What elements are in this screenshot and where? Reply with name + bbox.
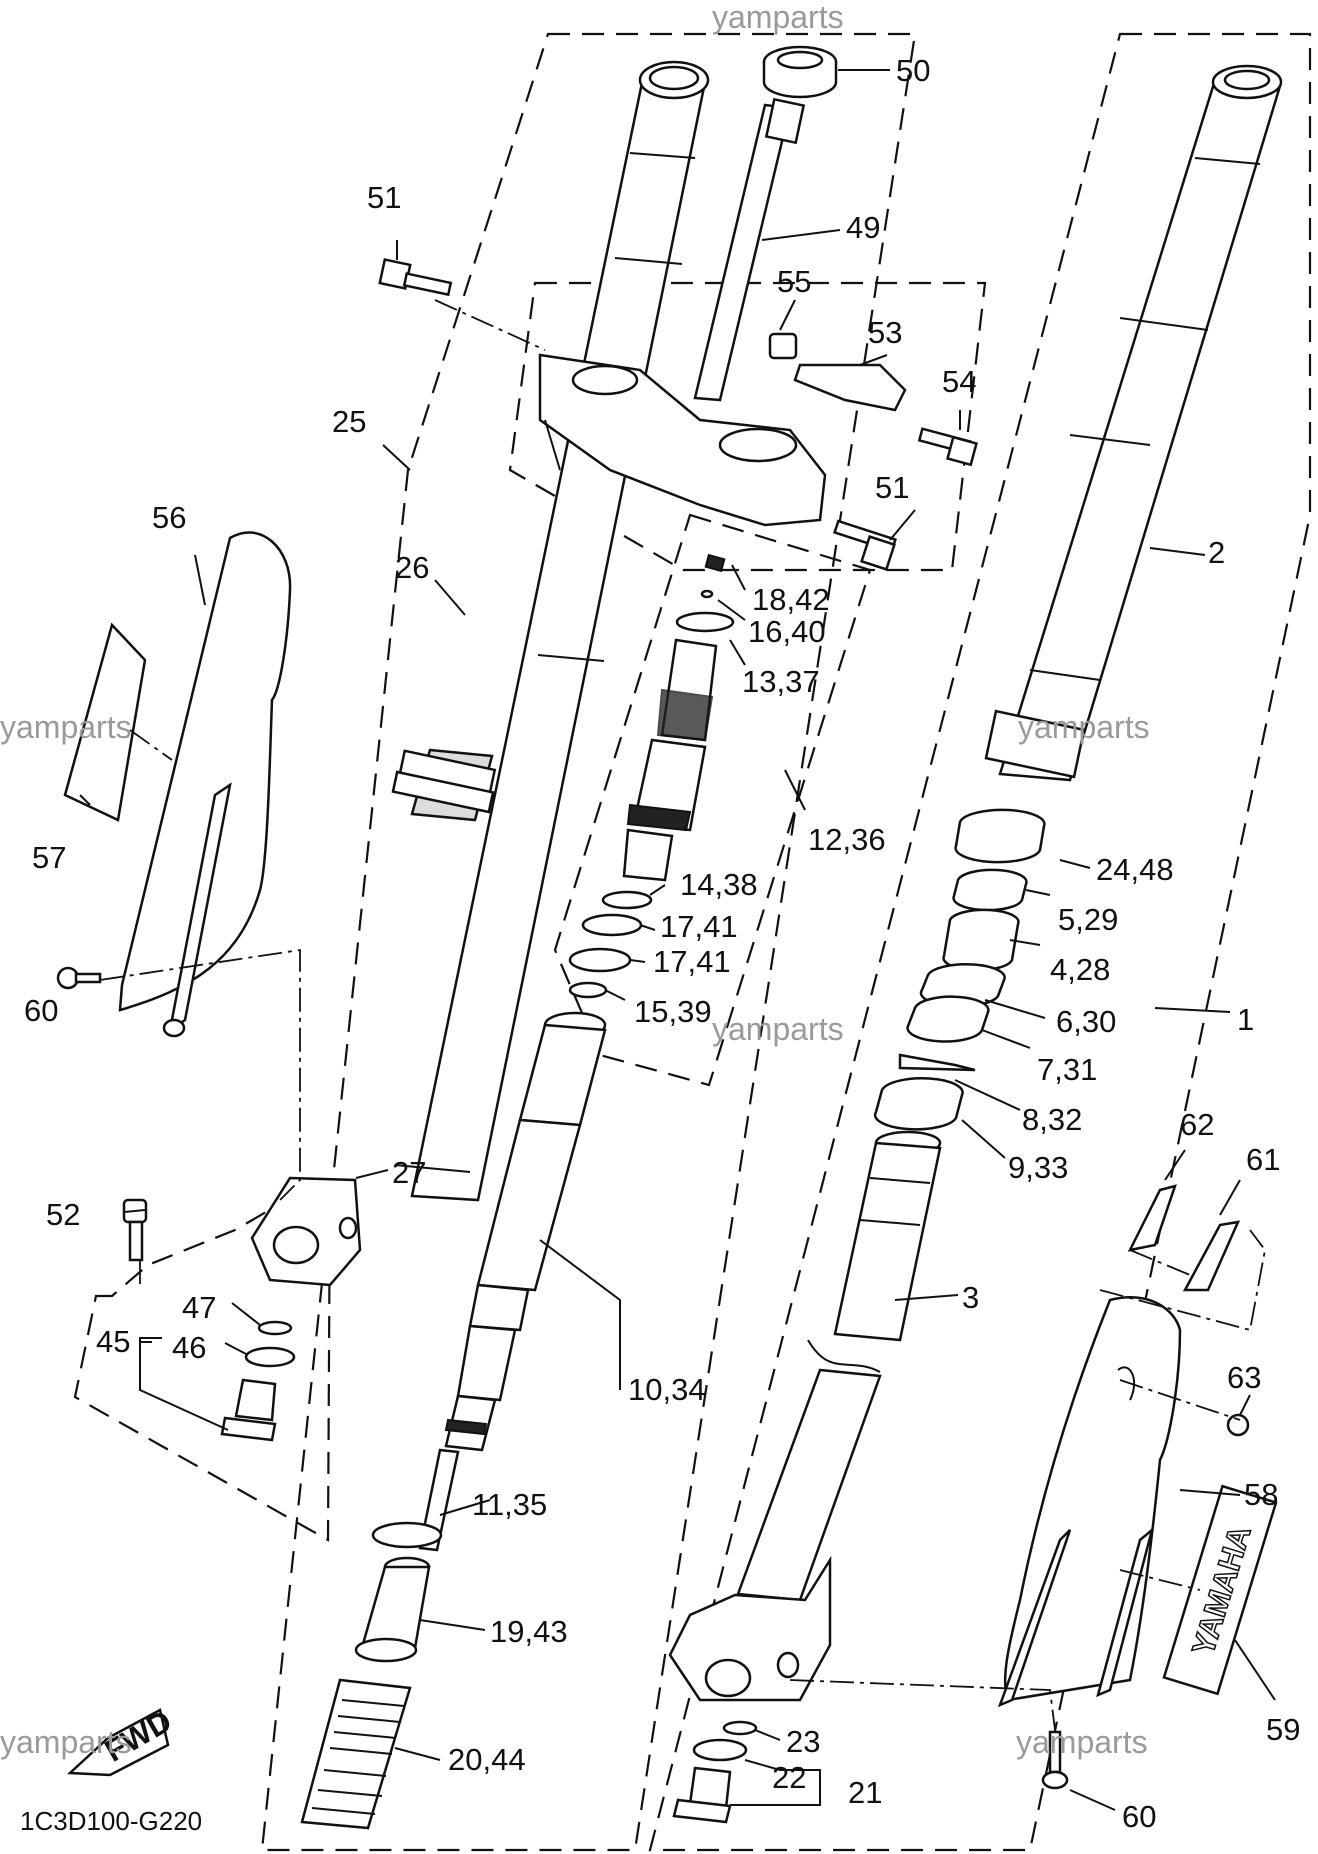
steering-stem (693, 97, 806, 402)
callout-labels: 50 49 51 55 53 54 51 25 26 56 2 18,42 16… (24, 53, 1300, 1834)
callout-56: 56 (152, 500, 186, 535)
callout-46: 46 (172, 1330, 206, 1365)
callout-49: 49 (846, 210, 880, 245)
callout-3: 3 (962, 1280, 979, 1315)
axle-bracket-right (668, 1555, 832, 1702)
watermarks: yamparts yamparts yamparts yamparts yamp… (0, 0, 1150, 1760)
callout-12-36: 12,36 (808, 822, 886, 857)
callout-9-33: 9,33 (1008, 1150, 1068, 1185)
upper-triple-clamp (538, 353, 827, 527)
callout-7-31: 7,31 (1037, 1052, 1097, 1087)
callout-50: 50 (896, 53, 930, 88)
callout-11-35: 11,35 (472, 1487, 547, 1522)
bolt-51-upper (378, 258, 453, 297)
callout-55: 55 (777, 264, 811, 299)
guard-screw-60-lower (1041, 1730, 1069, 1790)
callout-57: 57 (32, 840, 66, 875)
callout-51b: 51 (875, 470, 909, 505)
guard-brackets (1127, 1184, 1250, 1437)
callout-17-41b: 17,41 (653, 944, 731, 979)
callout-63: 63 (1227, 1360, 1261, 1395)
inner-tube (736, 1130, 942, 1602)
oil-lock-set (220, 1320, 296, 1442)
watermark-5: yamparts (0, 1724, 132, 1760)
bolt-52 (122, 1198, 148, 1262)
callout-22: 22 (772, 1760, 806, 1795)
watermark-3: yamparts (1018, 709, 1150, 745)
right-fork-assembly-outline (648, 32, 1312, 1852)
guard-plate-left (63, 622, 147, 822)
fork-spring (300, 1678, 412, 1830)
callout-19-43: 19,43 (490, 1614, 568, 1649)
callout-14-38: 14,38 (680, 867, 758, 902)
leader-lines (79, 69, 1276, 1811)
bolt-51-lower (833, 519, 897, 571)
rod-oring (371, 1521, 443, 1549)
oil-lock-right (672, 1720, 758, 1824)
callout-27: 27 (392, 1155, 426, 1190)
callout-47: 47 (182, 1290, 216, 1325)
callout-53: 53 (868, 315, 902, 350)
callout-24-48: 24,48 (1096, 852, 1174, 887)
callout-13-37: 13,37 (742, 664, 820, 699)
damper-orings (568, 890, 653, 999)
seal-stack-right (873, 808, 1046, 1131)
callout-54: 54 (942, 364, 976, 399)
callout-5-29: 5,29 (1058, 902, 1118, 937)
callout-23: 23 (786, 1724, 820, 1759)
alignment-lines (99, 299, 1266, 1731)
watermark-6: yamparts (1016, 1724, 1148, 1760)
watermark-4: yamparts (712, 1011, 844, 1047)
callout-52: 52 (46, 1197, 80, 1232)
callout-1: 1 (1237, 1002, 1254, 1037)
cable-guide-bracket (768, 332, 978, 467)
callout-60a: 60 (24, 993, 58, 1028)
callout-6-30: 6,30 (1056, 1004, 1116, 1039)
upper-clamp-assembly-outline (508, 281, 987, 572)
damper-assembly-outline (553, 513, 872, 1087)
bearing-seal (762, 45, 838, 99)
outer-tube-left (391, 60, 710, 1202)
callout-16-40: 16,40 (748, 614, 826, 649)
left-fork-assembly-outline (260, 32, 917, 1852)
damper-cartridge-top (622, 553, 735, 882)
callout-2: 2 (1208, 535, 1225, 570)
yamaha-decal: YAMAHA (1162, 1484, 1278, 1696)
callout-25: 25 (332, 404, 366, 439)
callout-4-28: 4,28 (1050, 952, 1110, 987)
callout-21: 21 (848, 1775, 882, 1810)
guard-screw-60-upper (56, 966, 102, 990)
callout-20-44: 20,44 (448, 1742, 526, 1777)
callout-61: 61 (1246, 1142, 1280, 1177)
callout-45: 45 (96, 1324, 130, 1359)
callout-15-39: 15,39 (634, 994, 712, 1029)
watermark-1: yamparts (712, 0, 844, 35)
axle-bracket-left (250, 1176, 362, 1287)
watermark-2: yamparts (0, 709, 132, 745)
callout-18-42: 18,42 (752, 582, 830, 617)
callout-58: 58 (1244, 1477, 1278, 1512)
callout-62: 62 (1180, 1107, 1214, 1142)
callout-60b: 60 (1122, 1799, 1156, 1834)
spring-seat (354, 1556, 431, 1663)
callout-26: 26 (395, 550, 429, 585)
callout-8-32: 8,32 (1022, 1102, 1082, 1137)
callout-59: 59 (1266, 1712, 1300, 1747)
callout-51a: 51 (367, 180, 401, 215)
fork-guard-right (997, 1296, 1182, 1708)
callout-17-41a: 17,41 (660, 909, 738, 944)
diagram-code: 1C3D100-G220 (20, 1806, 202, 1836)
outer-tube-right (984, 64, 1283, 782)
fork-guard-left (118, 531, 292, 1038)
callout-10-34: 10,34 (628, 1372, 706, 1407)
